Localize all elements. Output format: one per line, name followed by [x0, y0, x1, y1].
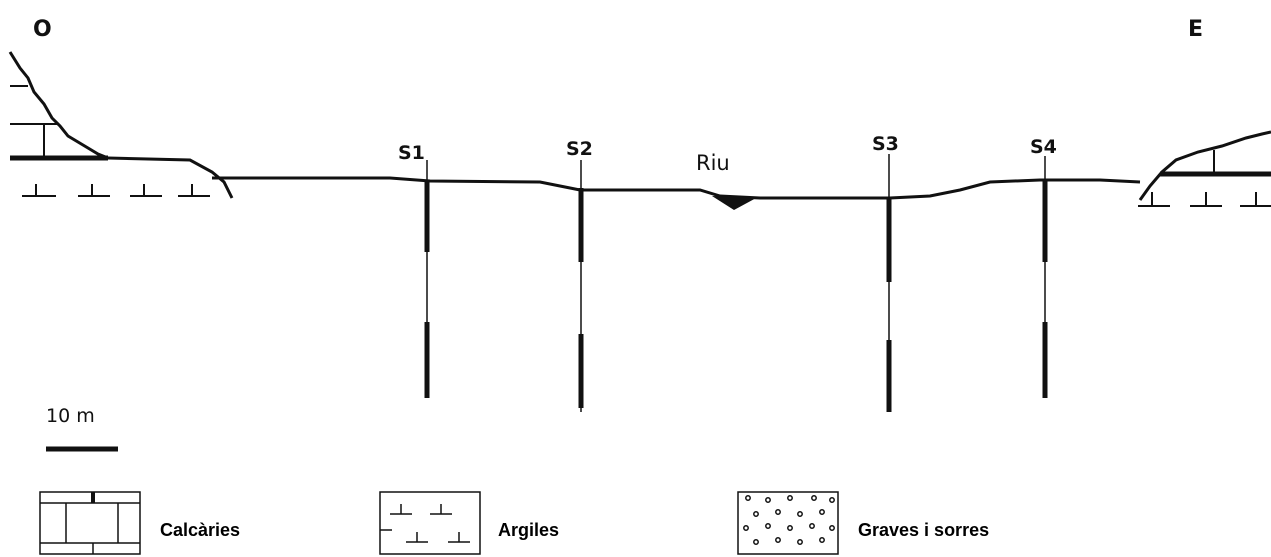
- river-channel: [712, 196, 758, 210]
- well-label-s2: S2: [566, 138, 593, 160]
- river-label: Riu: [696, 151, 730, 175]
- legend-swatch-clay: [379, 491, 481, 555]
- well-label-s3: S3: [872, 133, 899, 155]
- legend-swatch-limestone: [39, 491, 141, 555]
- well-label-s4: S4: [1030, 136, 1057, 158]
- legend-label-gravel: Graves i sorres: [858, 520, 989, 540]
- west-clay-marks: [22, 184, 210, 197]
- legend-label-clay: Argiles: [498, 520, 559, 540]
- ground-surface-line: [212, 176, 1141, 200]
- scale-bar-label: 10 m: [46, 405, 95, 427]
- legend-swatch-gravel: [737, 491, 839, 555]
- west-label: O: [33, 17, 52, 42]
- well-label-s1: S1: [398, 142, 425, 164]
- east-label: E: [1188, 17, 1203, 42]
- legend-label-limestone: Calcàries: [160, 520, 240, 540]
- west-outcrop: [8, 51, 234, 199]
- east-outcrop: [1138, 130, 1271, 201]
- east-clay-marks: [1138, 192, 1271, 207]
